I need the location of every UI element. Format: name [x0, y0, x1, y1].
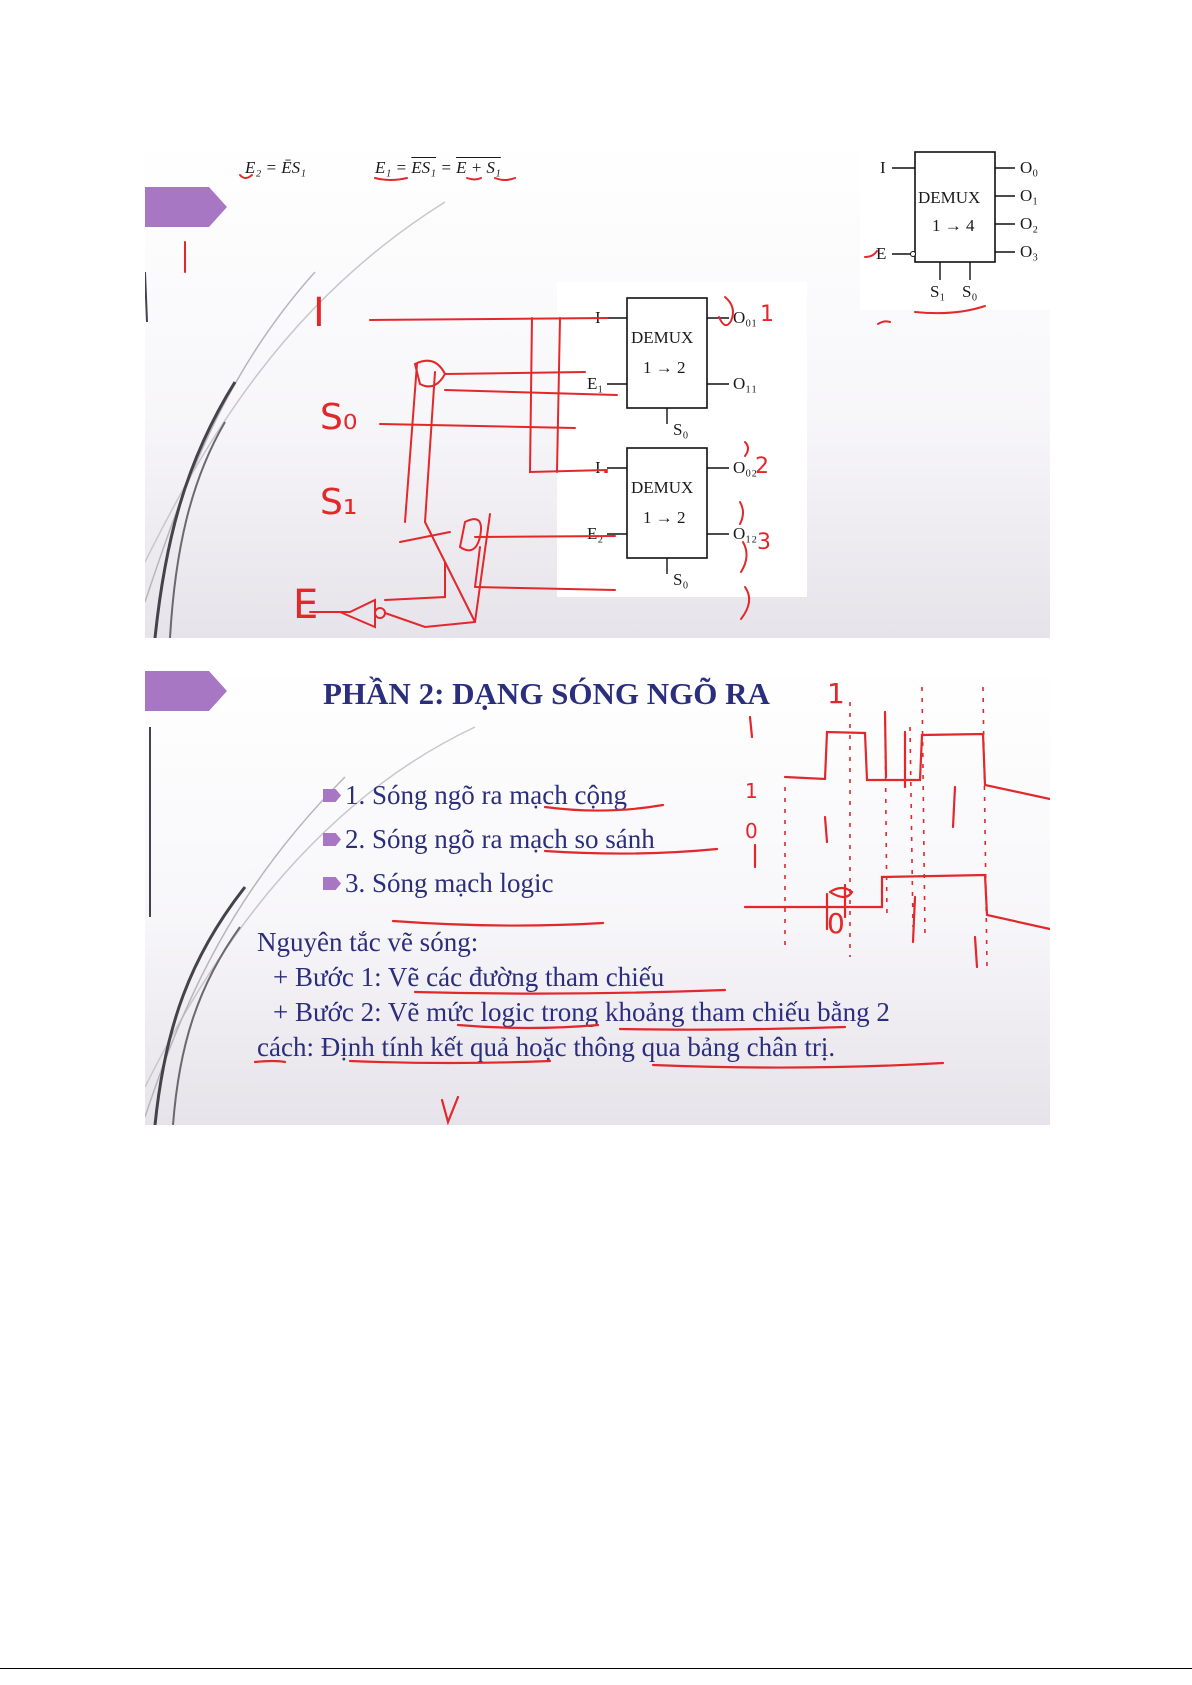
demux-bottom-output-0: O₀₂ [733, 458, 758, 477]
demux-top-input-label: I [595, 308, 601, 327]
demux-top-output-0: O₀₁ [733, 308, 758, 327]
demux-top-select: S₀ [673, 420, 689, 439]
demux14-ratio: 1 → 4 [932, 216, 975, 235]
equation-e2: E₂ = ĒS₁ [245, 158, 307, 177]
demux14-output-2: O₂ [1020, 214, 1039, 233]
decorative-swoosh [145, 201, 446, 638]
demux14-input-label: I [880, 158, 886, 177]
demux-bottom-select: S₀ [673, 570, 689, 589]
handwritten-level-0: 0 [745, 819, 758, 843]
demux14-output-3: O₃ [1020, 242, 1039, 261]
section-tab [145, 671, 227, 711]
bullet-item-2: 2. Sóng ngõ ra mạch so sánh [323, 824, 655, 855]
demux14-select-0: S₀ [962, 282, 978, 301]
handwritten-e: E [293, 582, 319, 628]
demux14-select-1: S₁ [930, 282, 946, 301]
handwritten-1: 1 [760, 302, 774, 327]
equation-e1: E₁ = ES₁ = E + S₁ [375, 158, 501, 177]
demux-top-ratio: 1 → 2 [643, 358, 686, 377]
demux14-enable-label: E [876, 244, 887, 263]
demux-bottom-output-1: O₁₂ [733, 524, 758, 543]
slide-output-waveforms: PHẦN 2: DẠNG SÓNG NGÕ RA 1. Sóng ngõ ra … [145, 667, 1050, 1125]
demux-bottom-ratio: 1 → 2 [643, 508, 686, 527]
bullet-item-1: 1. Sóng ngõ ra mạch cộng [323, 780, 627, 811]
section-tab [145, 187, 227, 227]
demux-top-title: DEMUX [631, 328, 694, 347]
arrow-bullet-icon [323, 789, 341, 802]
slide-demux-circuit: E₂ = ĒS₁ E₁ = ES₁ = E + S₁ I E DEMUX 1 →… [145, 142, 1050, 638]
demux-bottom-enable-label: E₂ [587, 524, 604, 543]
handwritten-level-1: 1 [745, 779, 758, 803]
handwritten-3: 3 [757, 530, 771, 555]
handwritten-i: I [313, 290, 325, 336]
demux-1-to-4-diagram: I E DEMUX 1 → 4 O₀ O₁ O₂ O₃ S₁ S₀ [860, 142, 1050, 310]
principle-step-2-line-1: + Bước 2: Vẽ mức logic trong khoảng tham… [273, 997, 890, 1027]
handwritten-s1: S₁ [320, 482, 358, 523]
arrow-bullet-icon [323, 877, 341, 890]
decorative-swoosh [145, 726, 476, 1125]
handwritten-2: 2 [755, 454, 769, 479]
bullet-item-3: 3. Sóng mạch logic [323, 868, 553, 899]
page-bottom-rule [0, 1668, 1192, 1669]
handwritten-s0: S₀ [320, 397, 358, 438]
principle-step-1: + Bước 1: Vẽ các đường tham chiếu [273, 962, 665, 992]
demux-top-output-1: O₁₁ [733, 374, 758, 393]
principle-heading: Nguyên tắc vẽ sóng: [257, 927, 479, 957]
demux-bottom-input-label: I [595, 458, 601, 477]
demux14-output-0: O₀ [1020, 158, 1039, 177]
demux-bottom-title: DEMUX [631, 478, 694, 497]
handwritten-one-top: 1 [827, 677, 845, 710]
demux-top-enable-label: E₁ [587, 374, 604, 393]
demux14-title: DEMUX [918, 188, 981, 207]
demux14-output-1: O₁ [1020, 186, 1039, 205]
handwritten-zero-box: 0 [827, 907, 845, 940]
principle-step-2-line-2: cách: Định tính kết quả hoặc thông qua b… [257, 1032, 836, 1062]
arrow-bullet-icon [323, 833, 341, 846]
slide-title: PHẦN 2: DẠNG SÓNG NGÕ RA [323, 676, 770, 711]
